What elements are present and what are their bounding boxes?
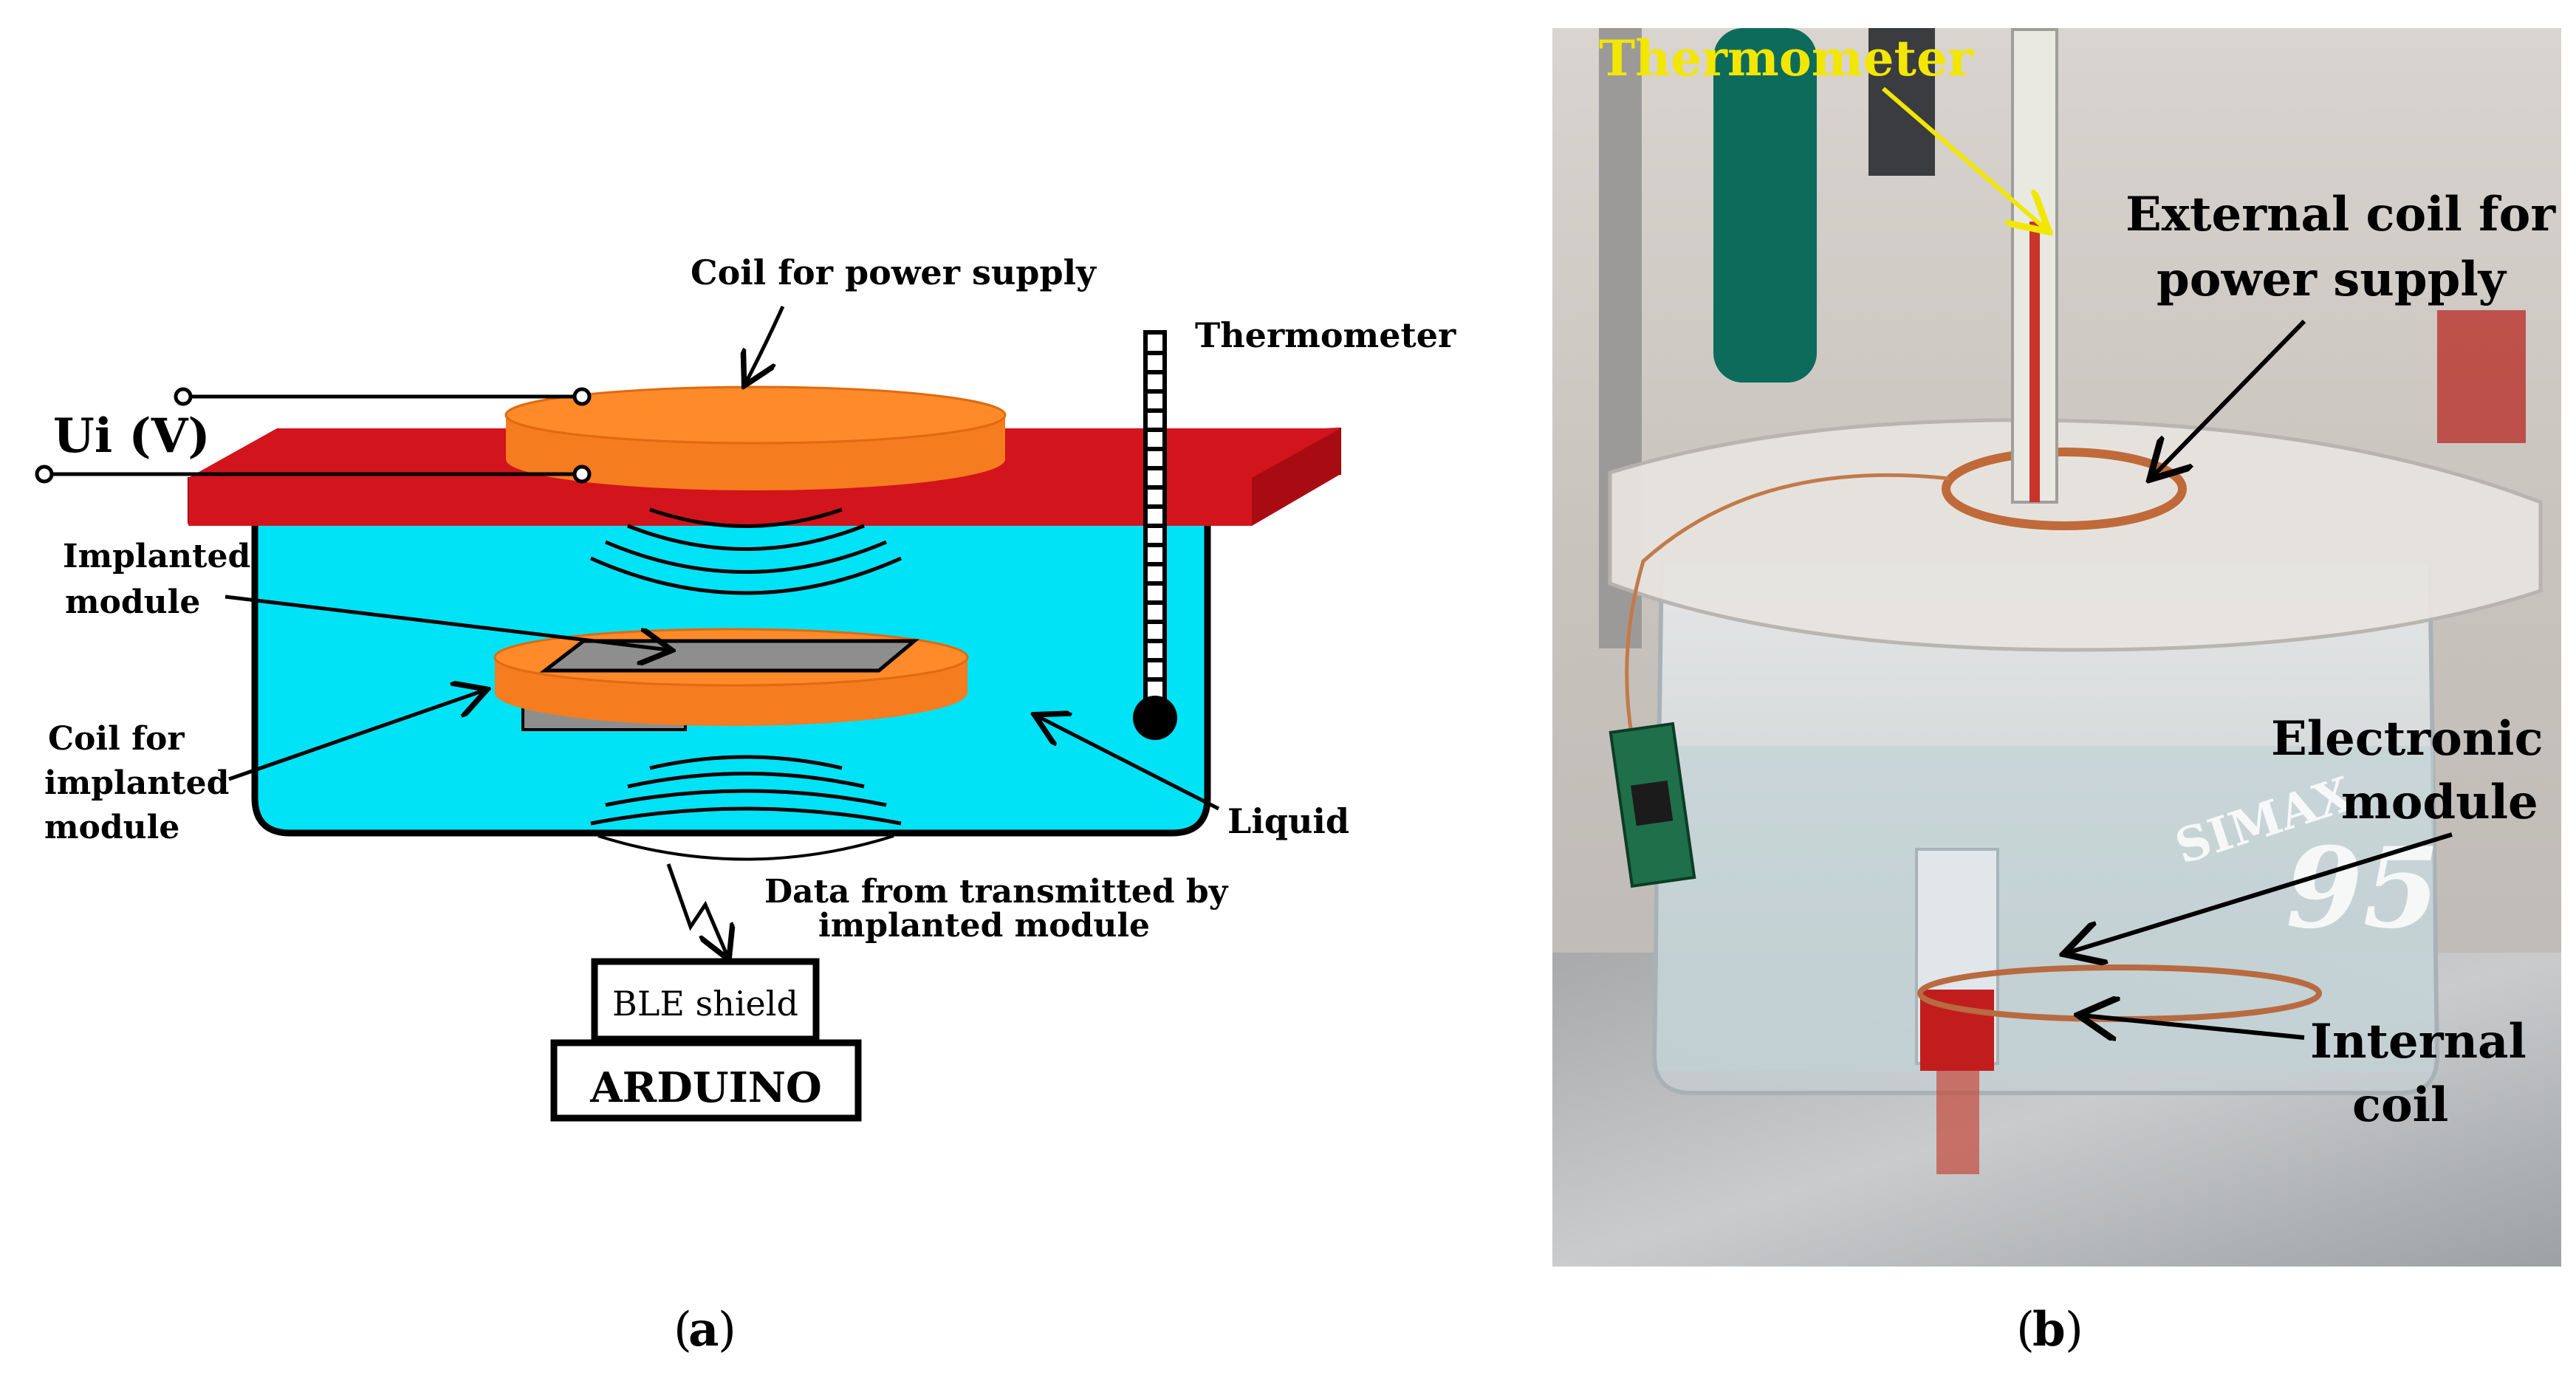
bg-teal-object — [1713, 28, 1817, 383]
zigzag-data — [666, 863, 727, 956]
arduino-box — [550, 1039, 862, 1122]
arrow-liquid — [1038, 716, 1220, 811]
caption-a-open: ( — [674, 1303, 692, 1357]
arrow-power-coil — [746, 305, 785, 383]
label-arduino: ARDUINO — [589, 1063, 822, 1112]
label-coil-power-supply: Coil for power supply — [691, 253, 1097, 292]
label-implanted-module-1: Implanted — [63, 538, 250, 575]
bottom-coil-arc — [597, 835, 894, 861]
bg-red-object — [2437, 310, 2526, 443]
field-waves-upper — [589, 507, 902, 595]
panel-b-photo: SIMAX 95 Thermometer External coil for p… — [1552, 28, 2561, 1357]
caption-a-letter: a — [688, 1302, 719, 1357]
label-internal-coil-2: coil — [2352, 1077, 2448, 1133]
caption-a-close: ) — [718, 1303, 736, 1357]
label-thermometer-a: Thermometer — [1195, 315, 1456, 355]
panel-a-diagram: Coil for power supply Thermometer Ui (V)… — [35, 253, 1456, 1357]
label-electronic-module-2: module — [2341, 775, 2538, 830]
arrow-implanted-module — [225, 594, 668, 650]
ui-wires — [35, 387, 592, 484]
coil-wires — [1625, 473, 1950, 739]
diagram-arrows — [225, 305, 1220, 956]
label-electronic-module-1: Electronic — [2271, 711, 2544, 767]
label-external-coil-2: power supply — [2157, 252, 2507, 307]
photo-pcb-chip — [1631, 780, 1674, 826]
arrow-thermometer-b — [1882, 86, 2046, 229]
label-internal-coil-1: Internal — [2310, 1014, 2527, 1069]
red-plate-right — [1252, 428, 1340, 526]
label-data-transmitted-1: Data from transmitted by — [764, 873, 1229, 911]
implanted-module-chip — [539, 639, 919, 673]
label-coil-implanted-3: module — [44, 809, 179, 846]
label-liquid: Liquid — [1227, 801, 1349, 841]
thermometer-bulb — [1133, 696, 1177, 740]
label-ble-shield: BLE shield — [612, 984, 798, 1024]
label-coil-implanted-1: Coil for — [48, 720, 185, 758]
label-coil-implanted-2: implanted — [44, 764, 229, 802]
caption-b-close: ) — [2065, 1303, 2083, 1357]
label-implanted-module-2: module — [65, 583, 200, 621]
caption-b-open: ( — [2016, 1303, 2035, 1357]
thermometer-ticks — [1145, 351, 1165, 682]
label-ui-voltage: Ui (V) — [53, 408, 210, 464]
red-plate-front — [188, 478, 1252, 526]
external-coil — [1942, 448, 2187, 530]
ble-shield-box — [591, 958, 820, 1043]
arrow-coil-implanted — [228, 690, 484, 781]
field-waves-lower — [590, 755, 902, 826]
photo-thermometer-liquid — [2029, 222, 2040, 502]
thermometer-stem — [1143, 330, 1167, 704]
label-thermometer-b: Thermometer — [1599, 30, 1974, 87]
photo-arrows — [2068, 319, 2453, 1038]
label-data-transmitted-2: implanted module — [818, 907, 1150, 945]
photo-red-reflection — [1936, 1071, 1979, 1174]
beaker-number-text: 95 — [2286, 823, 2440, 953]
label-external-coil-1: External coil for — [2125, 187, 2556, 242]
caption-b-letter: b — [2032, 1302, 2066, 1357]
